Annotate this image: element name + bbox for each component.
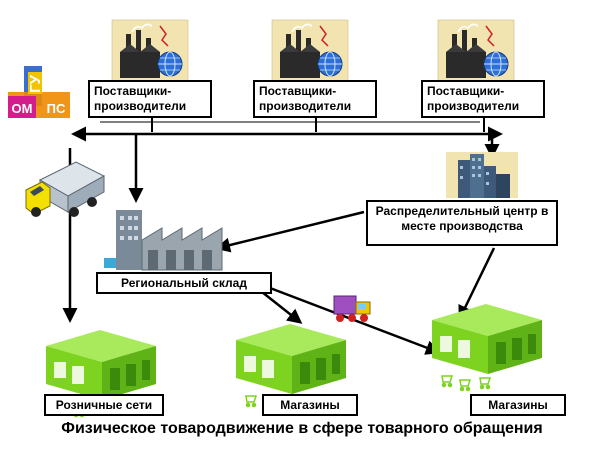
supplier-label-line2: производители — [259, 99, 352, 113]
toy-truck-icon — [333, 295, 371, 322]
supplier-label-line1: Поставщики- — [427, 84, 505, 98]
factory-globe-icon — [111, 19, 189, 83]
outlet-box: Магазины — [470, 394, 566, 416]
dc-to-warehouse-arrow — [215, 210, 365, 253]
regional-warehouse-label: Региональный склад — [121, 276, 247, 290]
supplier-box: Поставщики- производители — [88, 80, 212, 118]
distribution-center-box: Распределительный центр в месте производ… — [366, 200, 558, 246]
outlet-box: Магазины — [262, 394, 358, 416]
warehouse-to-shops-arrow — [261, 291, 303, 324]
logo-left-label: ОМ — [12, 101, 33, 116]
distribution-center-line1: Распределительный центр в — [375, 204, 549, 218]
truck-icon — [25, 161, 106, 217]
logo-icon — [8, 66, 70, 118]
dc-to-shops-arrow — [458, 247, 496, 321]
factory-globe-icon — [271, 19, 349, 83]
regional-warehouse-box: Региональный склад — [96, 272, 272, 294]
distribution-center-line2: месте производства — [401, 219, 523, 233]
outlet-label: Магазины — [488, 398, 548, 412]
outlet-label: Магазины — [280, 398, 340, 412]
supplier-label-line2: производители — [94, 99, 187, 113]
logo-right-label: ПС — [47, 101, 66, 116]
skyscraper-icon — [446, 152, 518, 198]
supplier-label-line2: производители — [427, 99, 520, 113]
store-icon — [431, 303, 543, 392]
supplier-box: Поставщики- производители — [421, 80, 545, 118]
logo-top-label: ГУ — [27, 74, 44, 93]
outlet-label: Розничные сети — [55, 398, 153, 412]
supplier-label-line1: Поставщики- — [259, 84, 337, 98]
supplier-label-line1: Поставщики- — [94, 84, 172, 98]
warehouse-icon — [104, 210, 223, 271]
supplier-box: Поставщики- производители — [253, 80, 377, 118]
factory-globe-icon — [437, 19, 515, 83]
diagram-caption: Физическое товародвижение в сфере товарн… — [61, 420, 543, 437]
outlet-box: Розничные сети — [44, 394, 164, 416]
